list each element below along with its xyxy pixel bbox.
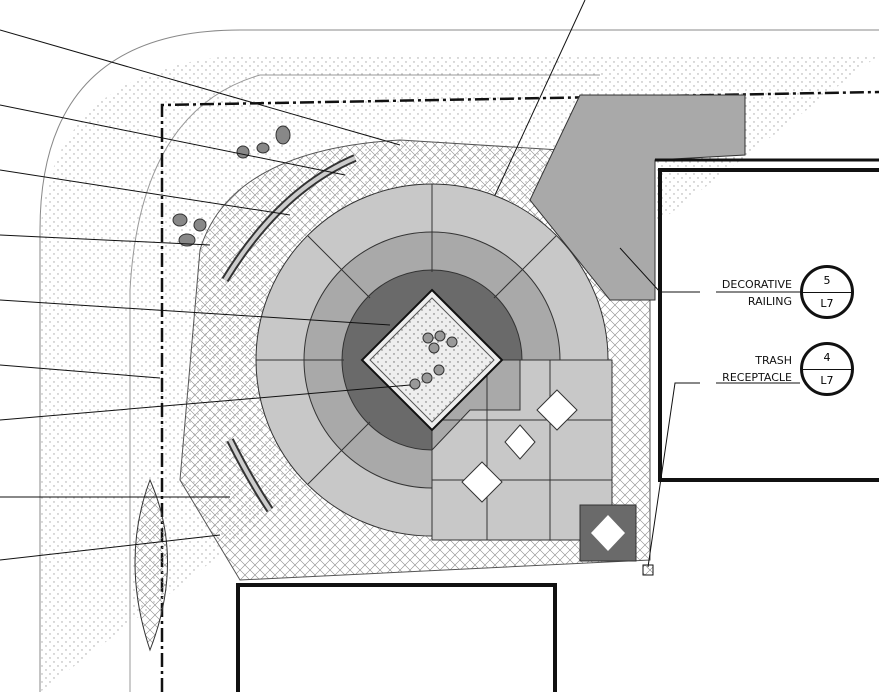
detail-number: 5 — [823, 274, 831, 287]
leader-lines — [0, 0, 700, 568]
detail-bubble-4: 4 L7 — [800, 342, 854, 396]
detail-bubble-5: 5 L7 — [800, 265, 854, 319]
property-line — [160, 90, 879, 692]
callout-label-line2: RAILING — [747, 295, 792, 308]
seating-area-northeast — [529, 94, 746, 301]
callout-label-line1: TRASH — [755, 354, 792, 367]
callout-label-line2: RECEPTACLE — [722, 371, 792, 384]
detail-sheet: L7 — [820, 297, 834, 310]
detail-number: 4 — [823, 351, 831, 364]
callout-trash-receptacle-label: TRASH RECEPTACLE — [700, 352, 792, 386]
detail-sheet: L7 — [820, 374, 834, 387]
building-east — [658, 168, 879, 482]
building-south — [236, 583, 557, 692]
callout-decorative-railing-label: DECORATIVE RAILING — [700, 276, 792, 310]
callout-label-line1: DECORATIVE — [721, 278, 792, 291]
boulders — [409, 330, 458, 390]
